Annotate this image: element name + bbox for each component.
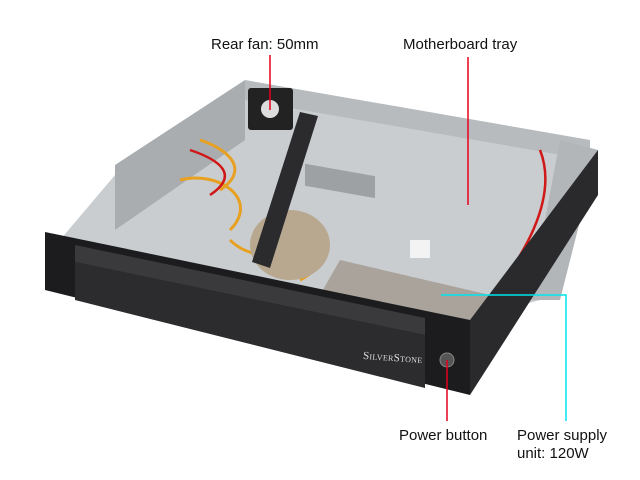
front-door <box>75 262 425 388</box>
left-wall <box>115 80 245 230</box>
motherboard-tray-label: Motherboard tray <box>403 36 518 53</box>
psu-label-line2: unit: 120W <box>517 445 589 462</box>
side-panel <box>470 150 598 395</box>
cables <box>179 138 324 282</box>
psu-callout-line <box>441 294 567 421</box>
psu-label-line1: Power supply <box>517 427 608 444</box>
power-button-label: Power button <box>399 427 488 444</box>
power-supply-unit <box>320 260 490 330</box>
connector <box>410 240 430 258</box>
rear-fan-label: Rear fan: 50mm <box>211 36 319 53</box>
rear-vent <box>305 163 375 199</box>
support-bar <box>252 112 318 268</box>
rear-wall <box>245 80 590 160</box>
front-bezel-highlight <box>75 245 425 335</box>
